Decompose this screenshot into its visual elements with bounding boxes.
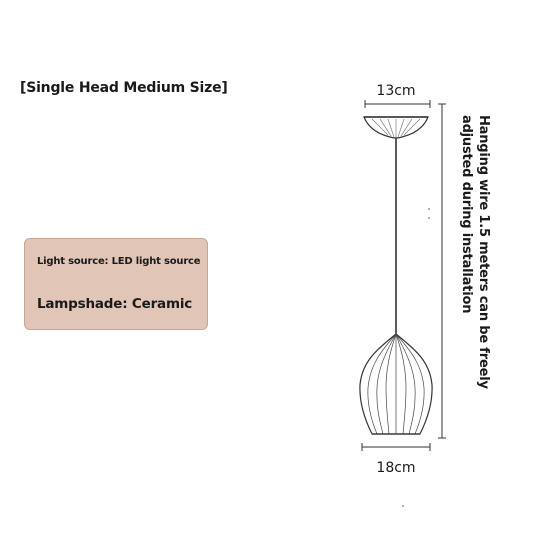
wire-note: Hanging wire 1.5 meters can be freely ad…: [459, 115, 492, 389]
wire-note-line-2: adjusted during installation: [459, 115, 474, 314]
canopy-dimension: 13cm: [364, 83, 431, 108]
wire-note-line-1: Hanging wire 1.5 meters can be freely: [476, 115, 491, 389]
canopy: [363, 116, 429, 139]
canopy-width-label: 13cm: [376, 83, 415, 99]
lampshade-label: Lampshade: Ceramic: [37, 296, 193, 312]
shade-dimension: 18cm: [361, 443, 431, 476]
spec-panel: Light source: LED light source Lampshade…: [24, 238, 208, 330]
dot-mark: [428, 208, 430, 210]
wire-note-text: Hanging wire 1.5 meters can be freely ad…: [458, 115, 492, 389]
lampshade: [359, 333, 433, 435]
dot-mark: [402, 505, 404, 507]
wire-length-dimension: [438, 103, 446, 439]
light-source-label: Light source: LED light source: [37, 256, 201, 267]
dot-mark: [428, 217, 430, 219]
shade-width-label: 18cm: [376, 460, 415, 476]
page-title: [Single Head Medium Size]: [20, 80, 228, 96]
